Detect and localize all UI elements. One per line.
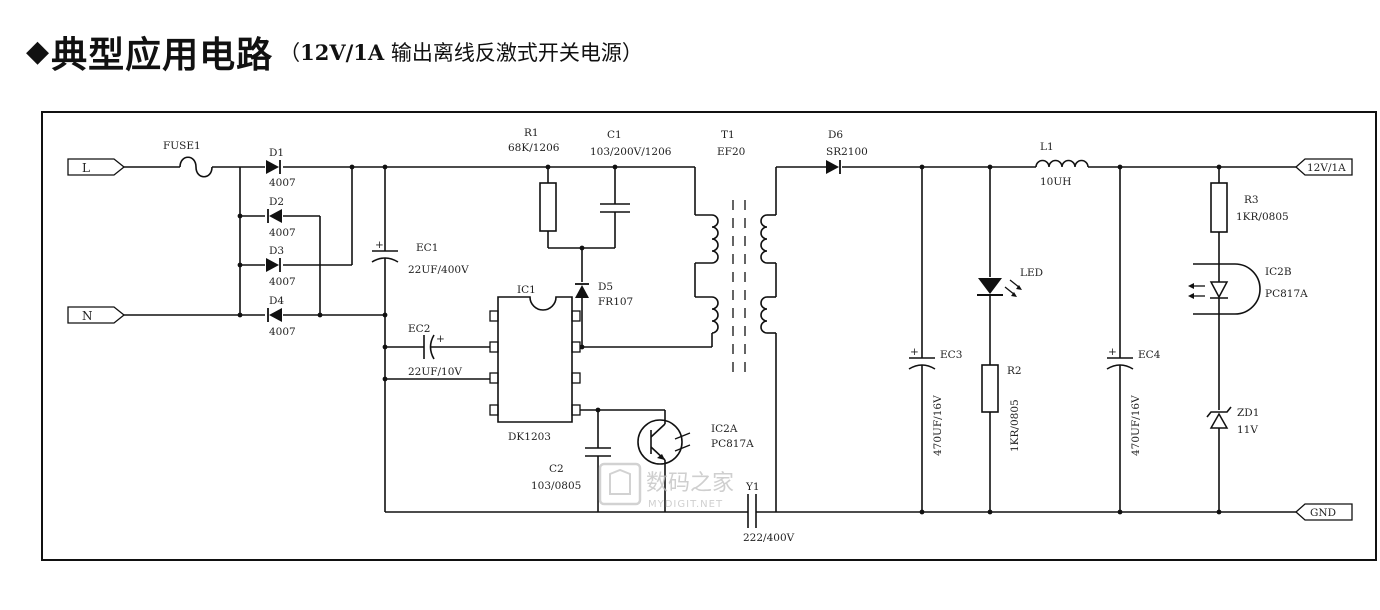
d1-label: D1 <box>269 147 284 159</box>
ec1-label: EC1 <box>416 242 438 254</box>
title-sub-rest: 输出离线反激式开关电源） <box>384 41 643 65</box>
port-gnd: GND <box>1295 503 1353 521</box>
title-sub-bold: 12V/1A <box>300 40 385 65</box>
port-n-label: N <box>82 309 93 323</box>
title-main: 典型应用电路 <box>51 35 274 76</box>
zd1-label: ZD1 <box>1237 407 1259 419</box>
ic1-output-wiring: C2 103/0805 <box>531 344 712 512</box>
r2-label: R2 <box>1007 365 1022 377</box>
d6-value: SR2100 <box>826 146 868 158</box>
c1-value: 103/200V/1206 <box>590 146 672 158</box>
d3-value: 4007 <box>269 276 296 288</box>
zd1-value: 11V <box>1237 424 1258 436</box>
d4-value: 4007 <box>269 326 296 338</box>
l1-value: 10UH <box>1040 176 1071 188</box>
c1-label: C1 <box>607 129 622 141</box>
port-gnd-label: GND <box>1310 507 1336 519</box>
ec1-plus: + <box>375 239 384 251</box>
d1-value: 4007 <box>269 177 296 189</box>
r3-label: R3 <box>1244 194 1259 206</box>
schematic-frame <box>41 111 1377 561</box>
watermark: 数码之家 MYDIGIT.NET <box>598 462 734 510</box>
diode-d6: D6 SR2100 <box>776 129 1036 175</box>
ec2-plus: + <box>436 333 445 345</box>
d6-label: D6 <box>828 129 843 141</box>
ic1-chip: IC1 DK1203 <box>489 284 581 443</box>
port-n: N <box>67 306 126 324</box>
l1-label: L1 <box>1040 141 1054 153</box>
ec3-capacitor: + EC3 470UF/16V <box>908 164 962 515</box>
watermark-en: MYDIGIT.NET <box>648 499 723 510</box>
d4-label: D4 <box>269 295 284 307</box>
ec3-value: 470UF/16V <box>932 395 944 456</box>
ec1-value: 22UF/400V <box>408 264 469 276</box>
inductor-l1: L1 10UH <box>1035 141 1296 188</box>
t1-label: T1 <box>721 129 735 141</box>
t1-value: EF20 <box>717 146 745 158</box>
d5-value: FR107 <box>598 296 633 308</box>
ec4-capacitor: + EC4 470UF/16V <box>1106 164 1161 515</box>
r1-label: R1 <box>524 127 539 139</box>
ec2-value: 22UF/10V <box>408 366 462 378</box>
feedback-network: R3 1KR/0805 IC2B PC817A ZD1 11V <box>1188 164 1308 515</box>
ec2-capacitor: + EC2 22UF/10V <box>385 323 490 380</box>
ec4-value: 470UF/16V <box>1130 395 1142 456</box>
ec4-label: EC4 <box>1138 349 1161 361</box>
d2-label: D2 <box>269 196 284 208</box>
watermark-cn: 数码之家 <box>646 471 734 496</box>
title-open-paren: （ <box>279 41 301 65</box>
d2-value: 4007 <box>269 227 296 239</box>
transformer-t1: T1 EF20 <box>694 129 777 512</box>
ec1-capacitor: + EC1 22UF/400V <box>371 164 695 512</box>
ec3-label: EC3 <box>940 349 962 361</box>
port-l: L <box>67 158 126 176</box>
port-l-label: L <box>82 161 90 175</box>
ic2a-label: IC2A <box>711 423 738 435</box>
diamond-bullet-icon: ◆ <box>26 34 50 69</box>
bridge-rectifier: D1 4007 D2 4007 D3 4007 D4 4007 <box>124 147 385 338</box>
diode-d3-symbol <box>265 257 281 273</box>
fuse-label: FUSE1 <box>163 140 201 152</box>
ec3-plus: + <box>910 346 919 358</box>
diode-d5-symbol <box>574 283 590 299</box>
port-out-label: 12V/1A <box>1307 162 1346 174</box>
ec2-label: EC2 <box>408 323 430 335</box>
diode-d1-symbol <box>265 159 281 175</box>
d5-label: D5 <box>598 281 613 293</box>
watermark-logo-icon <box>598 462 642 506</box>
r2-value: 1KR/0805 <box>1009 399 1021 452</box>
c2-label: C2 <box>549 463 564 475</box>
port-out: 12V/1A <box>1295 158 1353 176</box>
c2-value: 103/0805 <box>531 480 581 492</box>
fuse-section: FUSE1 <box>124 140 240 178</box>
page-title: ◆ 典型应用电路 （12V/1A 输出离线反激式开关电源） <box>26 24 643 80</box>
led-label: LED <box>1020 267 1043 279</box>
diode-d4-symbol <box>267 307 283 323</box>
diode-d2-symbol <box>267 208 283 224</box>
title-subtitle: （12V/1A 输出离线反激式开关电源） <box>279 37 643 67</box>
ic2a-phototransistor: IC2A PC817A <box>637 410 754 512</box>
r1-value: 68K/1206 <box>508 142 560 154</box>
y1-value: 222/400V <box>743 532 795 544</box>
r3-value: 1KR/0805 <box>1236 211 1289 223</box>
d3-label: D3 <box>269 245 284 257</box>
ic1-value: DK1203 <box>508 431 551 443</box>
ic2b-label: IC2B <box>1265 266 1292 278</box>
ic2b-value: PC817A <box>1265 288 1308 300</box>
snubber-r1-c1: R1 68K/1206 C1 103/200V/1206 D5 FR107 <box>508 127 672 347</box>
y1-label: Y1 <box>745 481 760 493</box>
led-indicator: LED R2 1KR/0805 <box>977 164 1043 515</box>
ic1-label: IC1 <box>517 284 536 296</box>
y1-capacitor: Y1 222/400V <box>743 481 795 544</box>
ic2a-value: PC817A <box>711 438 754 450</box>
ec4-plus: + <box>1108 346 1117 358</box>
